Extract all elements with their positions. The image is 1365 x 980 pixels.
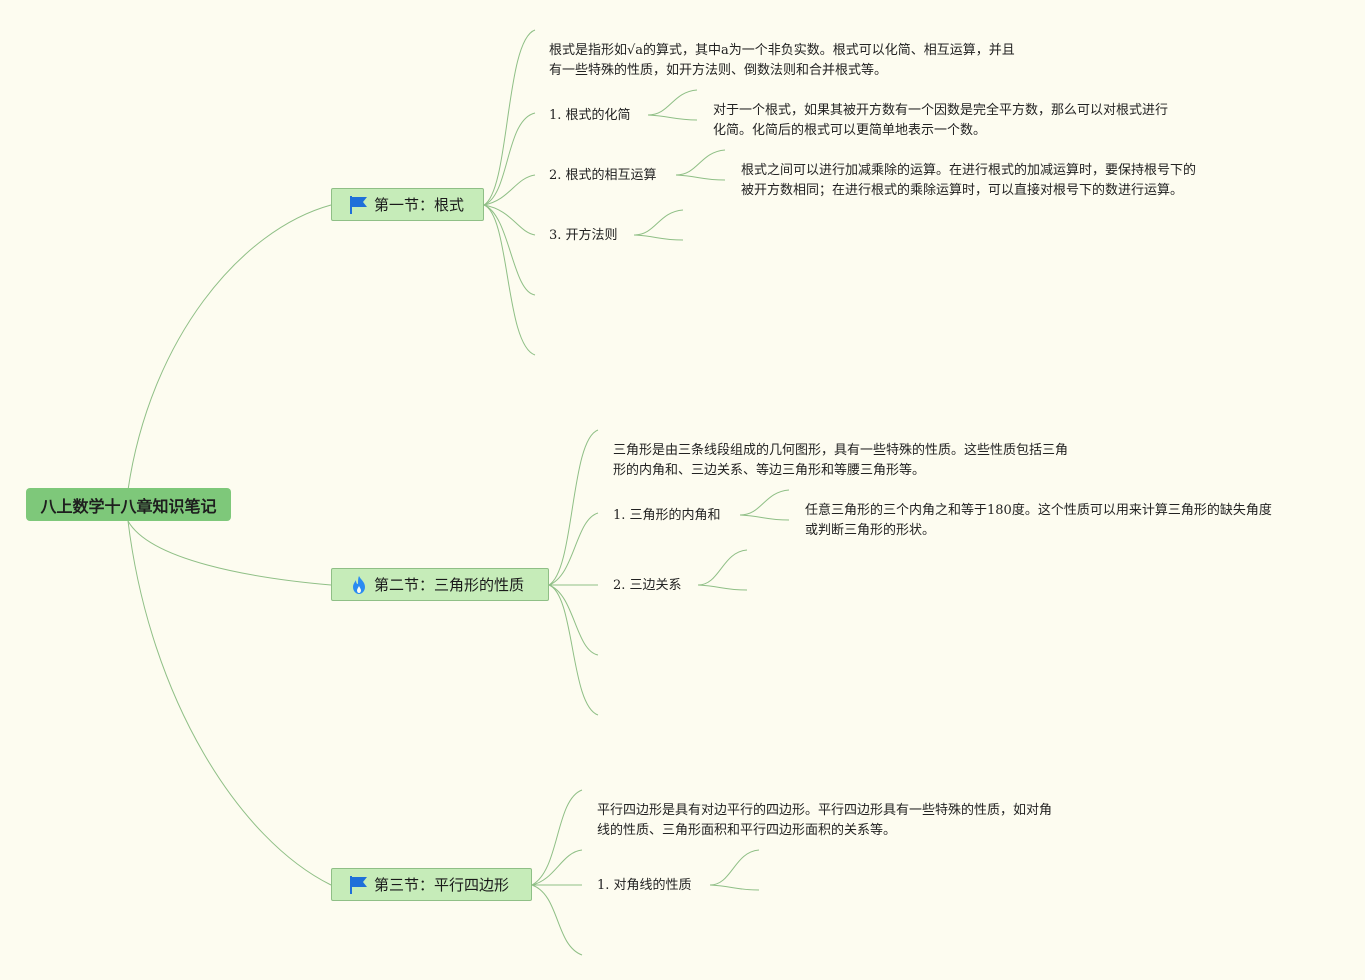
text-line: 被开方数相同；在进行根式的乘除运算时，可以直接对根号下的数进行运算。 (741, 183, 1184, 198)
detail-radical-simplify[interactable]: 对于一个根式，如果其被开方数有一个因数是完全平方数，那么可以对根式进行 化简。化… (713, 101, 1168, 141)
section3-intro[interactable]: 平行四边形是具有对边平行的四边形。平行四边形具有一些特殊的性质，如对角 线的性质… (597, 801, 1052, 841)
topic-angle-sum[interactable]: 1. 三角形的内角和 (613, 508, 721, 523)
text-line: 形的内角和、三边关系、等边三角形和等腰三角形等。 (613, 463, 926, 478)
text-line: 根式之间可以进行加减乘除的运算。在进行根式的加减运算时，要保持根号下的 (741, 163, 1197, 178)
detail-angle-sum[interactable]: 任意三角形的三个内角之和等于180度。这个性质可以用来计算三角形的缺失角度 或判… (805, 501, 1272, 541)
text-line: 有一些特殊的性质，如开方法则、倒数法则和合并根式等。 (549, 63, 888, 78)
connector-root-section1 (127, 204, 332, 491)
topic-radical-simplify[interactable]: 1. 根式的化简 (549, 108, 631, 123)
connector-root-section2 (127, 520, 332, 586)
section-node-triangles[interactable]: 第二节：三角形的性质 (331, 568, 549, 601)
topic-radical-operations[interactable]: 2. 根式的相互运算 (549, 168, 657, 183)
section-node-radicals[interactable]: 第一节：根式 (331, 188, 484, 221)
topic-side-relations[interactable]: 2. 三边关系 (613, 578, 682, 593)
flag-icon (349, 195, 369, 215)
section-node-parallelograms[interactable]: 第三节：平行四边形 (331, 868, 532, 901)
section-label: 第一节：根式 (374, 196, 465, 214)
text-line: 任意三角形的三个内角之和等于180度。这个性质可以用来计算三角形的缺失角度 (805, 503, 1272, 518)
text-line: 平行四边形是具有对边平行的四边形。平行四边形具有一些特殊的性质，如对角 (597, 803, 1053, 818)
section1-intro[interactable]: 根式是指形如√a的算式，其中a为一个非负实数。根式可以化简、相互运算，并且 有一… (549, 41, 1015, 81)
text-line: 根式是指形如√a的算式，其中a为一个非负实数。根式可以化简、相互运算，并且 (549, 43, 1015, 58)
fire-icon (349, 575, 369, 595)
section-label: 第二节：三角形的性质 (374, 576, 525, 594)
flag-icon (349, 875, 369, 895)
text-line: 化简。化简后的根式可以更简单地表示一个数。 (713, 123, 987, 138)
text-line: 对于一个根式，如果其被开方数有一个因数是完全平方数，那么可以对根式进行 (713, 103, 1169, 118)
topic-diagonal-properties[interactable]: 1. 对角线的性质 (597, 878, 692, 893)
text-line: 或判断三角形的形状。 (805, 523, 936, 538)
section-label: 第三节：平行四边形 (374, 876, 510, 894)
topic-root-rules[interactable]: 3. 开方法则 (549, 228, 618, 243)
root-topic[interactable]: 八上数学十八章知识笔记 (26, 488, 231, 521)
connector-root-section3 (127, 520, 332, 886)
detail-radical-operations[interactable]: 根式之间可以进行加减乘除的运算。在进行根式的加减运算时，要保持根号下的 被开方数… (741, 161, 1196, 201)
section2-intro[interactable]: 三角形是由三条线段组成的几何图形，具有一些特殊的性质。这些性质包括三角 形的内角… (613, 441, 1068, 481)
text-line: 三角形是由三条线段组成的几何图形，具有一些特殊的性质。这些性质包括三角 (613, 443, 1069, 458)
text-line: 线的性质、三角形面积和平行四边形面积的关系等。 (597, 823, 897, 838)
